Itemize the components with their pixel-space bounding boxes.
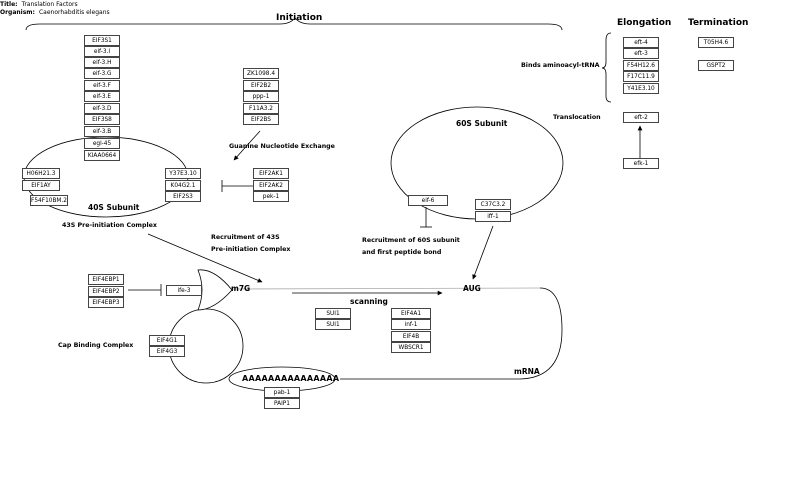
title-row: Title:Translation Factors — [0, 1, 78, 8]
label-binds-trna: Binds aminoacyl-tRNA — [521, 62, 600, 69]
gene-box[interactable]: eif-6 — [408, 195, 448, 206]
gene-box[interactable]: EIF2S3 — [165, 191, 201, 202]
gene-box[interactable]: Y41E3.10 — [623, 83, 659, 94]
gene-box[interactable]: F54H12.6 — [623, 60, 659, 71]
gene-box[interactable]: F11A3.2 — [243, 103, 279, 114]
label-translocation: Translocation — [553, 114, 601, 121]
label-43s-complex: 43S Pre-initiation Complex — [62, 222, 157, 229]
label-recruit-60s-2: and first peptide bond — [362, 249, 442, 256]
gene-box[interactable]: EIF2BS — [243, 114, 279, 125]
gene-box[interactable]: eft-4 — [623, 37, 659, 48]
gene-box[interactable]: GSPT2 — [698, 60, 734, 71]
gene-box[interactable]: PAIP1 — [264, 398, 300, 409]
organism-row: Organism:Caenorhabditis elegans — [0, 9, 110, 16]
label-60s-subunit: 60S Subunit — [456, 119, 508, 128]
gene-box[interactable]: eft-3 — [623, 48, 659, 59]
gene-box[interactable]: EIF4EBP2 — [88, 286, 124, 297]
gene-box[interactable]: EIF2B2 — [243, 80, 279, 91]
gene-box[interactable]: EIF3S1 — [84, 35, 120, 46]
gene-box[interactable]: iff-1 — [475, 211, 511, 222]
mrna-line — [231, 287, 541, 290]
label-scanning: scanning — [350, 297, 388, 306]
cap-shape — [197, 269, 233, 311]
gene-box[interactable]: efk-1 — [623, 158, 659, 169]
mrna-loop — [340, 287, 563, 380]
gene-box[interactable]: SUI1 — [315, 319, 351, 330]
gene-box[interactable]: eif-3.H — [84, 57, 120, 68]
gene-box[interactable]: EIF4EBP3 — [88, 297, 124, 308]
gene-box[interactable]: egl-45 — [84, 138, 120, 149]
gene-box[interactable]: eif-3.I — [84, 46, 120, 57]
initiation-brace — [25, 17, 563, 31]
gene-box[interactable]: EIF4G1 — [149, 335, 185, 346]
label-guanine-exchange: Guanine Nucleotide Exchange — [229, 143, 335, 150]
gene-box[interactable]: eif-3.B — [84, 126, 120, 137]
label-polya: AAAAAAAAAAAAAAA — [242, 374, 340, 383]
label-recruit-43s-1: Recruitment of 43S — [211, 234, 280, 241]
label-40s-subunit: 40S Subunit — [88, 203, 140, 212]
gene-box[interactable]: EIF2AK1 — [253, 168, 289, 179]
gene-box[interactable]: EIF3S8 — [84, 114, 120, 125]
section-termination: Termination — [688, 18, 749, 28]
gene-box[interactable]: EIF4A1 — [391, 308, 431, 319]
gene-box[interactable]: Y37E3.10 — [165, 168, 201, 179]
arrow-gef-to-40s — [233, 130, 261, 161]
gene-box[interactable]: H06H21.3 — [22, 168, 60, 179]
gene-box[interactable]: K04G2.1 — [165, 180, 201, 191]
gene-box[interactable]: inf-1 — [391, 319, 431, 330]
title-value: Translation Factors — [21, 1, 78, 8]
gene-box[interactable]: eft-2 — [623, 112, 659, 123]
title-label: Title: — [0, 1, 18, 8]
gene-box[interactable]: F17C11.9 — [623, 71, 659, 82]
label-aug: AUG — [463, 284, 481, 293]
gene-box[interactable]: EIF4EBP1 — [88, 274, 124, 285]
label-mrna: mRNA — [514, 367, 540, 376]
gene-box[interactable]: eif-3.F — [84, 80, 120, 91]
gene-box[interactable]: ZK1098.4 — [243, 68, 279, 79]
organism-value: Caenorhabditis elegans — [38, 9, 110, 16]
gene-box[interactable]: EIF2AK2 — [253, 180, 289, 191]
gene-box[interactable]: EIF4B — [391, 331, 431, 342]
gene-box[interactable]: EIF1AY — [22, 180, 60, 191]
section-elongation: Elongation — [617, 18, 672, 28]
gene-box[interactable]: ife-3 — [166, 285, 202, 296]
gene-box[interactable]: F54F10BM.2 — [30, 195, 68, 206]
organism-label: Organism: — [0, 9, 35, 16]
gene-box[interactable]: WBSCR1 — [391, 342, 431, 353]
gene-box[interactable]: eif-3.G — [84, 68, 120, 79]
gene-box[interactable]: ppp-1 — [243, 91, 279, 102]
section-initiation: Initiation — [276, 13, 323, 23]
gene-box[interactable]: eif-3.E — [84, 91, 120, 102]
arrow-43s-to-m7g — [147, 233, 263, 283]
gene-box[interactable]: EIF4G3 — [149, 346, 185, 357]
gene-box[interactable]: T05H4.6 — [698, 37, 734, 48]
gene-box[interactable]: C37C3.2 — [475, 199, 511, 210]
label-cap-binding: Cap Binding Complex — [58, 342, 134, 349]
gene-box[interactable]: pek-1 — [253, 191, 289, 202]
arrow-iff-to-aug — [472, 225, 494, 280]
label-recruit-60s-1: Recruitment of 60S subunit — [362, 237, 460, 244]
label-recruit-43s-2: Pre-initiation Complex — [211, 246, 291, 253]
gene-box[interactable]: SUI1 — [315, 308, 351, 319]
gene-box[interactable]: pab-1 — [264, 387, 300, 398]
gene-box[interactable]: KIAA0664 — [84, 150, 120, 161]
gene-box[interactable]: eif-3.D — [84, 103, 120, 114]
label-m7g: m7G — [231, 284, 251, 293]
elongation-brace — [601, 32, 612, 103]
